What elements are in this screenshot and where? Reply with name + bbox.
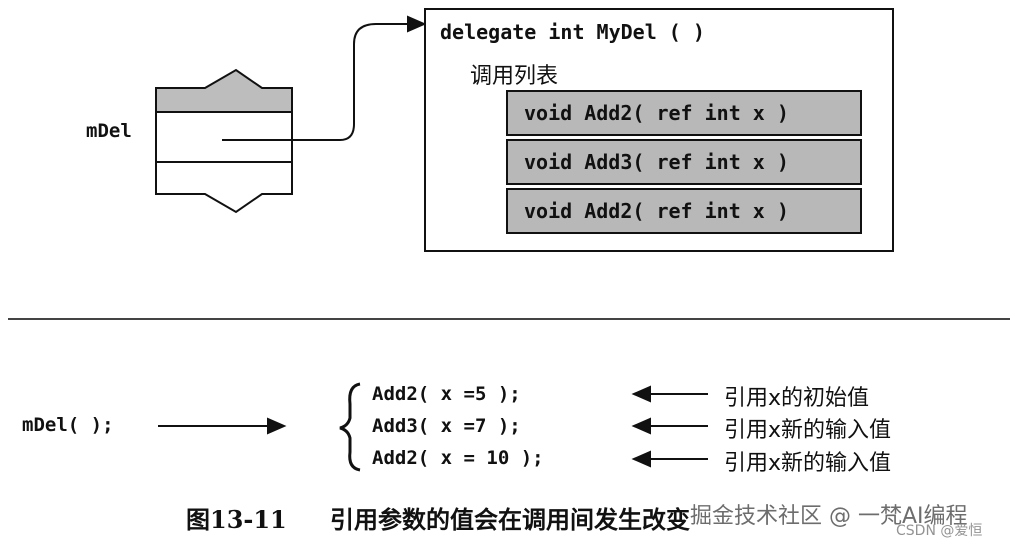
call-step: Add2( x =5 ); (372, 383, 521, 405)
invocation-list-item: void Add3( ref int x ) (506, 139, 862, 185)
call-note: 引用x新的输入值 (724, 451, 892, 476)
figure-caption: 引用参数的值会在调用间发生改变 (330, 506, 690, 534)
call-step: Add3( x =7 ); (372, 415, 521, 437)
pointer-arrow (222, 15, 427, 141)
invocation-list-title: 调用列表 (470, 64, 559, 89)
call-arrow (158, 417, 287, 435)
mdel-variable-label: mDel (86, 120, 132, 142)
watermark-secondary: CSDN @爱恒 (896, 523, 983, 539)
call-note: 引用x的初始值 (724, 386, 870, 411)
invocation-list-item: void Add2( ref int x ) (506, 188, 862, 234)
call-expression: mDel( ); (22, 414, 114, 436)
stack-frame (155, 68, 293, 214)
invocation-list-item: void Add2( ref int x ) (506, 90, 862, 136)
call-note: 引用x新的输入值 (724, 418, 892, 443)
watermark: 掘金技术社区 @ 一梵AI编程 (690, 504, 968, 529)
section-divider (8, 318, 1010, 320)
figure-number: 图13-11 (186, 505, 287, 534)
delegate-declaration: delegate int MyDel ( ) (440, 20, 705, 44)
note-arrows (631, 385, 708, 468)
call-step: Add2( x = 10 ); (372, 447, 544, 469)
brace (339, 382, 361, 472)
